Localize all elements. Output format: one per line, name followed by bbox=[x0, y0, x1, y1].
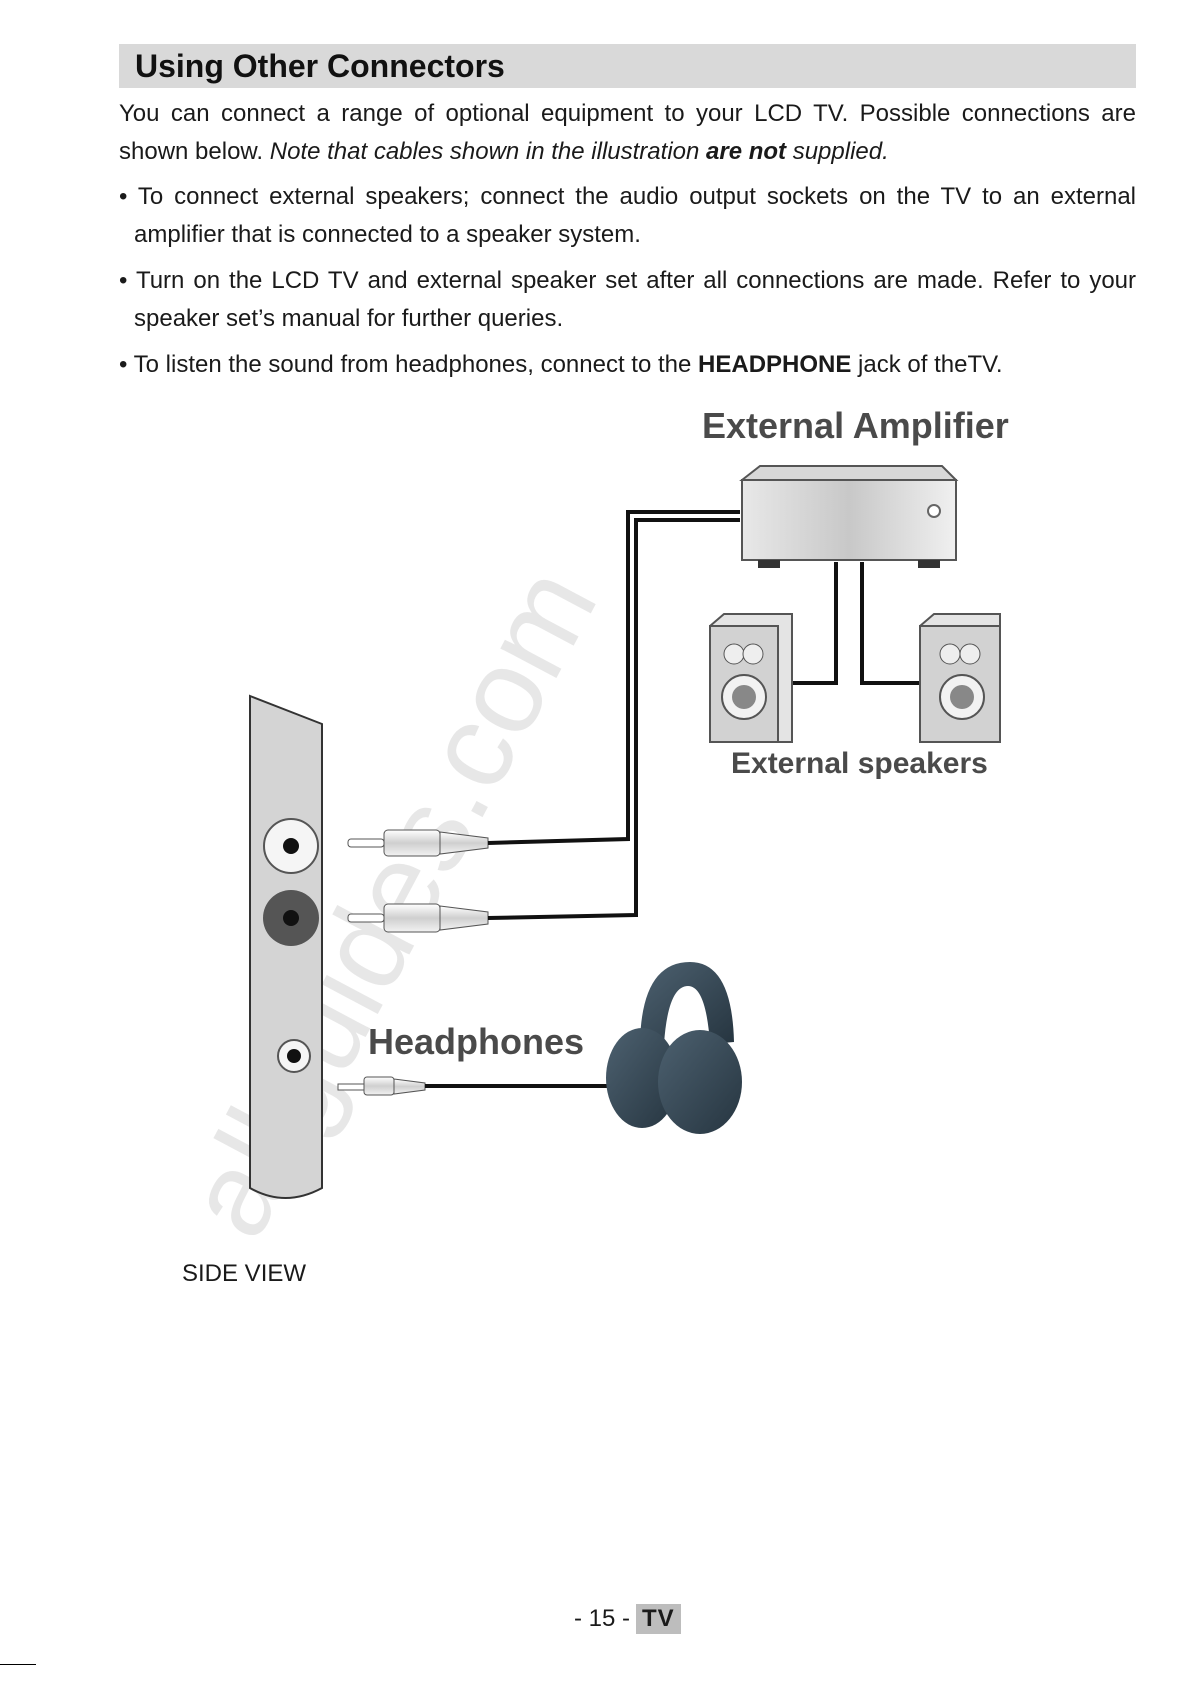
rca-plug-bottom bbox=[347, 903, 489, 933]
speaker-right bbox=[919, 613, 1001, 743]
amplifier-label: External Amplifier bbox=[702, 405, 1009, 446]
speakers-label: External speakers bbox=[731, 747, 988, 780]
bullet-headphones-end: jack of theTV. bbox=[851, 351, 1003, 378]
intro-note: Note that cables shown in the illustrati… bbox=[269, 138, 707, 165]
bullet-power-on: • Turn on the LCD TV and external speake… bbox=[119, 267, 1136, 332]
watermark-text: allguides.com bbox=[160, 546, 623, 1257]
intro-text: You can connect a range of optional equi… bbox=[119, 100, 1136, 165]
page-corner-mark bbox=[0, 1664, 36, 1665]
bullet-speakers: • To connect external speakers; connect … bbox=[119, 183, 1136, 248]
speaker-left bbox=[709, 613, 793, 743]
intro-note-emphasis: are not bbox=[706, 138, 787, 165]
external-amplifier bbox=[739, 465, 959, 568]
page-number: - 15 - bbox=[574, 1605, 631, 1632]
headphone-keyword: HEADPHONE bbox=[698, 351, 852, 378]
headphones-illustration bbox=[606, 962, 742, 1134]
headphone-jack bbox=[277, 1039, 311, 1073]
intro-note-end: supplied. bbox=[786, 138, 889, 165]
headphones-label: Headphones bbox=[368, 1021, 584, 1062]
page-footer: - 15 -TV bbox=[574, 1604, 681, 1634]
tv-side-panel bbox=[249, 694, 323, 1199]
side-view-label: SIDE VIEW bbox=[182, 1260, 307, 1287]
section-title: Using Other Connectors bbox=[135, 48, 505, 84]
bullet-headphones: • To listen the sound from headphones, c… bbox=[119, 346, 1136, 384]
intro-paragraph: You can connect a range of optional equi… bbox=[119, 95, 1136, 171]
section-heading-bar: Using Other Connectors bbox=[119, 44, 1136, 88]
rca-plug-top bbox=[347, 829, 489, 857]
audio-cables bbox=[425, 510, 740, 1088]
audio-jack-top bbox=[263, 818, 319, 874]
audio-jack-bottom bbox=[263, 890, 319, 946]
bullet-headphones-text: • To listen the sound from headphones, c… bbox=[119, 351, 699, 378]
footer-tv-tag: TV bbox=[636, 1604, 681, 1634]
speaker-cables bbox=[790, 562, 920, 685]
headphone-plug bbox=[337, 1076, 426, 1096]
